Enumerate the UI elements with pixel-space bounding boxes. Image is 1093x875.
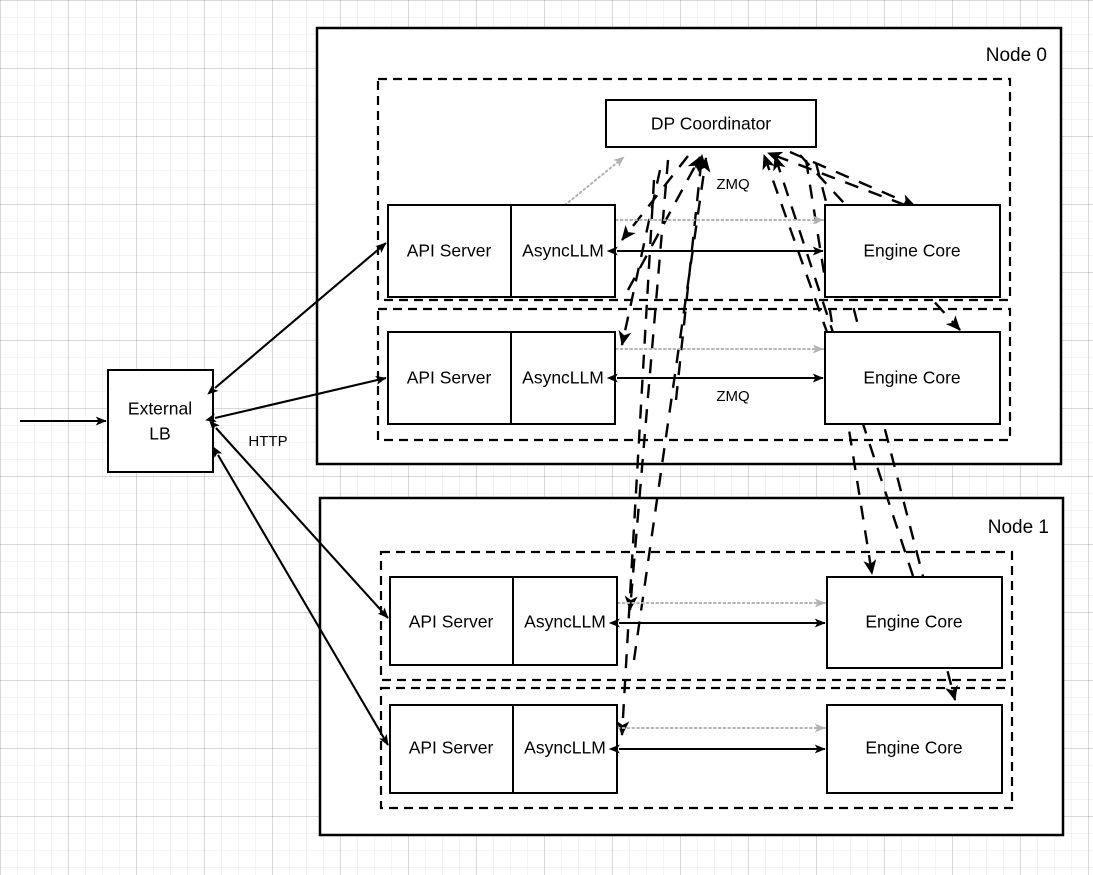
dp-link-n0-ec1-in [762, 154, 830, 336]
dp-link-n1-as0-out [624, 159, 670, 611]
node0-group1-engine-core-label: Engine Core [863, 368, 960, 388]
dp-link-n0-as0-in [626, 156, 702, 291]
http-link-n1-g1 [212, 446, 389, 746]
dp-link-n1-as1-out [616, 179, 656, 736]
dp-coordinator-box[interactable] [605, 99, 817, 148]
external-lb-label-line1: External [128, 399, 192, 419]
node0-group1-api-server-label: API Server [407, 368, 492, 388]
node0-group0-async-llm-label: AsyncLLM [522, 241, 604, 261]
node1-group1-dashed [379, 686, 1014, 810]
dp-link-n0-as1-in [674, 154, 707, 401]
dp-link-n1-as0-in [632, 157, 711, 661]
node0-group0-engine-core-box[interactable] [824, 204, 1001, 298]
node0-group1-engine-core-box[interactable] [824, 331, 1001, 425]
dp-link-n0-as1-out [618, 169, 662, 346]
http-label: HTTP [248, 433, 287, 450]
node1-group1-async-llm-label: AsyncLLM [524, 738, 606, 758]
node1-group1-api-server-label: API Server [409, 738, 494, 758]
node1-group0-engine-core-label: Engine Core [865, 612, 962, 632]
node0-group0-api-server-label: API Server [407, 241, 492, 261]
node1-group0-engine-core-box[interactable] [826, 576, 1003, 669]
http-link-n0-g1 [205, 375, 387, 423]
node0-group0-dashed [376, 77, 1012, 302]
node1-group1-engine-core-label: Engine Core [865, 738, 962, 758]
external-lb-label-line2: LB [149, 424, 170, 444]
node1-group0-dashed [379, 550, 1014, 682]
dp-coordinator-label: DP Coordinator [651, 114, 771, 134]
external-lb-box[interactable] [107, 369, 214, 473]
node1-group0-api-server-box[interactable] [389, 576, 618, 666]
node0-group1-api-server-box[interactable] [387, 331, 616, 425]
node1-label: Node 1 [988, 517, 1049, 538]
stats-link-n0-g0-to-dpc [563, 155, 626, 207]
node0-group0-api-server-box[interactable] [387, 204, 616, 298]
node1-group0-api-server-label: API Server [409, 612, 494, 632]
node1-group1-engine-core-box[interactable] [826, 704, 1003, 794]
dp-link-n0-ec0-out [789, 150, 916, 208]
node1-group0-async-llm-label: AsyncLLM [524, 612, 606, 632]
node0-group1-async-llm-label: AsyncLLM [522, 368, 604, 388]
node1-group1-api-server-box[interactable] [389, 704, 618, 794]
zmq-label-bottom: ZMQ [716, 388, 749, 405]
http-link-n0-g0 [207, 242, 387, 395]
node0-label: Node 0 [986, 45, 1047, 66]
zmq-label-top: ZMQ [716, 176, 749, 193]
node0-group0-engine-core-label: Engine Core [863, 241, 960, 261]
